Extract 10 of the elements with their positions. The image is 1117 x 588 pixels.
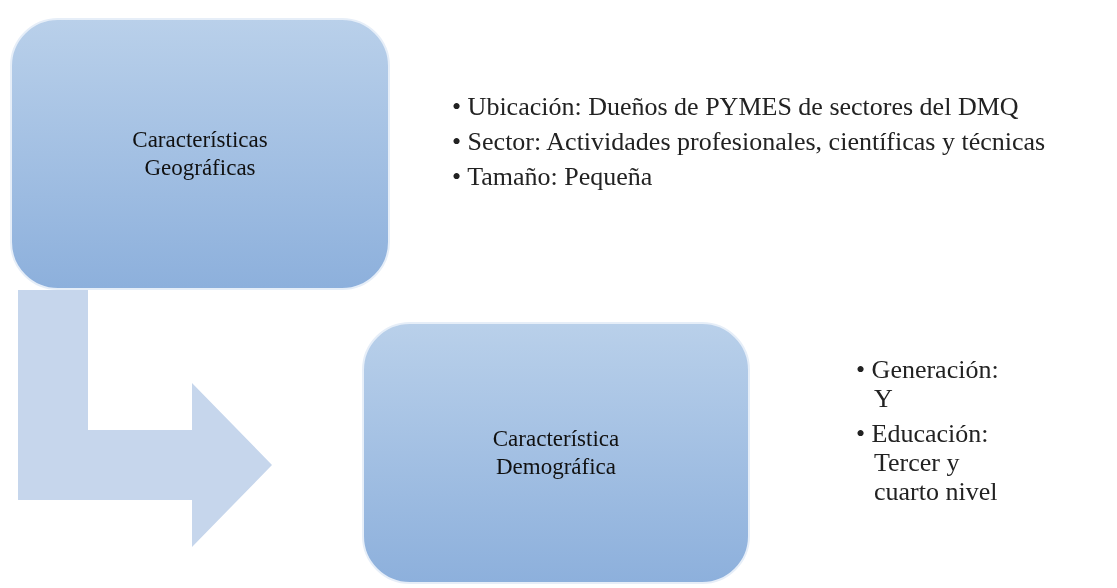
rounded-box bbox=[10, 18, 390, 290]
box-label: Característica Demográfica bbox=[491, 425, 621, 481]
bullet-item: • Sector: Actividades profesionales, científicas y técnicas bbox=[452, 127, 1047, 156]
bullet-item: • Tamaño: Pequeña bbox=[452, 162, 654, 191]
bullet-item: • Generación: Y bbox=[856, 355, 1000, 413]
rounded-box bbox=[362, 322, 750, 584]
box-label: Características Geográficas bbox=[131, 126, 269, 182]
bullet-item: • Ubicación: Dueños de PYMES de sectores del DMQ bbox=[452, 92, 1020, 121]
bent-arrow bbox=[18, 290, 272, 547]
bullet-item: • Educación: Tercer y cuarto nivel bbox=[856, 419, 999, 506]
